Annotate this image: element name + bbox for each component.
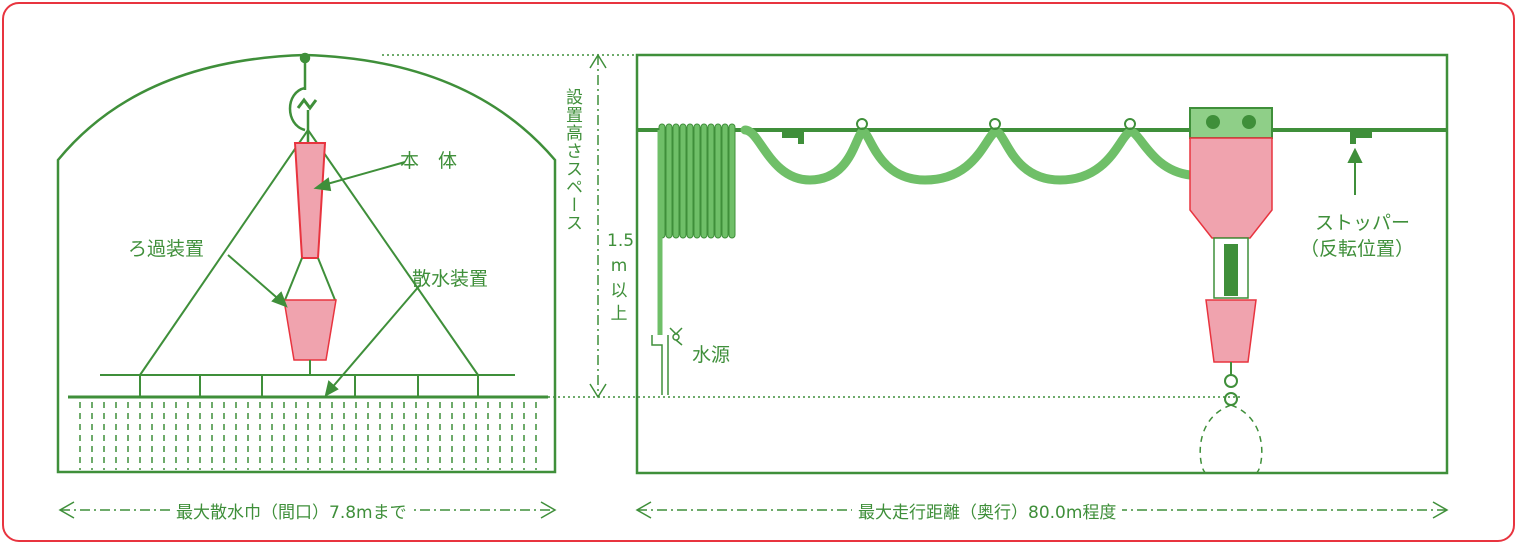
label-filter: ろ過装置 <box>128 238 205 260</box>
height-value: 1.5 <box>607 231 635 251</box>
rail-clips <box>782 118 1136 144</box>
hose-coil-loop <box>707 123 715 239</box>
label-main-body: 本 体 <box>400 150 458 172</box>
height-unit: m <box>610 256 628 276</box>
hanger-clamp <box>296 97 318 111</box>
carriage-shaft-core <box>1224 244 1238 296</box>
height-dimension <box>382 53 1240 399</box>
label-stopper-note: （反転位置） <box>1300 238 1415 260</box>
label-max-width: 最大散水巾（間口）7.8mまで <box>170 498 413 523</box>
hose-coil-loop <box>693 123 701 239</box>
hose-coil-loop <box>672 123 680 239</box>
carriage-ring-upper <box>1224 374 1238 388</box>
label-max-travel: 最大走行距離（奥行）80.0m程度 <box>852 498 1123 523</box>
height-suffix-2: 上 <box>610 304 628 324</box>
carriage-trolley <box>1189 107 1273 139</box>
label-install-height-space: 設置高さスペース <box>562 88 582 232</box>
filter-unit <box>283 299 337 361</box>
stopper-arrow <box>1347 147 1363 195</box>
hose-coil-loop <box>686 123 694 239</box>
stopper <box>1350 130 1372 144</box>
hose-coil-loop <box>714 123 722 239</box>
wavy-hose <box>740 125 1195 185</box>
hose-coil-loop <box>721 123 729 239</box>
support-wires <box>139 129 479 376</box>
hose-coil <box>658 123 736 239</box>
front-view <box>56 52 557 474</box>
sprinkler-frame <box>100 374 515 398</box>
hose-coil-loop <box>679 123 687 239</box>
hanger-hook <box>288 86 306 132</box>
carriage-ring-lower <box>1224 392 1238 406</box>
faucet-icon <box>669 327 683 346</box>
label-water-source: 水源 <box>692 344 731 366</box>
hose-coil-loop <box>728 123 736 239</box>
water-source-pipe <box>651 335 669 395</box>
hanger-top <box>299 52 311 64</box>
trolley-wheel-left <box>1206 115 1220 129</box>
hose-coil-loop <box>700 123 708 239</box>
hose-coil-loop <box>665 123 673 239</box>
height-suffix-1: 以 <box>610 281 628 301</box>
trolley-wheel-right <box>1242 115 1256 129</box>
spray-swing-path <box>1199 404 1263 473</box>
carriage-filter <box>1205 299 1257 363</box>
label-stopper: ストッパー <box>1315 212 1411 234</box>
label-sprinkler: 散水装置 <box>412 268 489 290</box>
body-to-filter <box>284 257 336 301</box>
main-body-unit <box>293 142 327 259</box>
left-leaders <box>227 161 421 397</box>
spray-lines <box>79 402 537 470</box>
carriage-main-body <box>1189 137 1273 239</box>
side-view-frame <box>635 53 1449 475</box>
